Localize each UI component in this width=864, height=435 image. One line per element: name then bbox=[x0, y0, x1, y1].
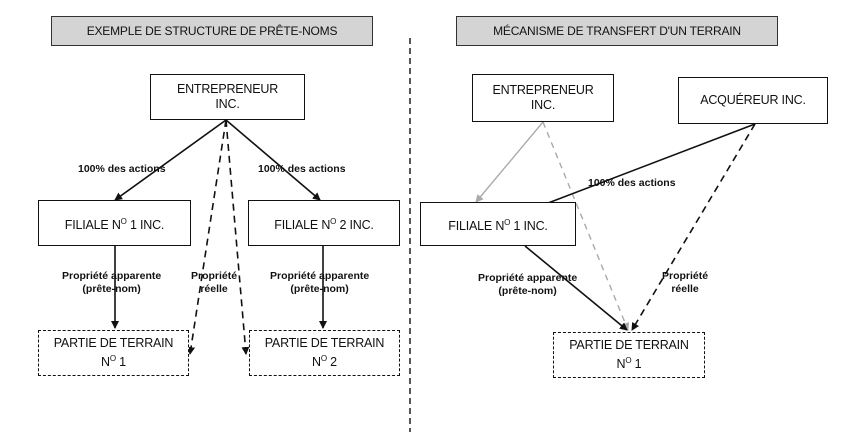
right-filiale1-box: FILIALE NO 1 INC. bbox=[420, 202, 576, 246]
left-filiale1-box: FILIALE NO 1 INC. bbox=[38, 200, 191, 246]
edge-entrepreneur-filiale1-faded bbox=[475, 121, 544, 203]
left-filiale2-box: FILIALE NO 2 INC. bbox=[248, 200, 400, 246]
left-entrepreneur-line2: INC. bbox=[215, 97, 240, 111]
right-actions-label: 100% des actions bbox=[588, 177, 676, 189]
left-terrain1-box: PARTIE DE TERRAIN NO 1 bbox=[38, 330, 189, 376]
right-terrain-box: PARTIE DE TERRAIN NO 1 bbox=[553, 332, 705, 378]
left-terrain2-box: PARTIE DE TERRAIN NO 2 bbox=[249, 330, 400, 376]
right-apparente-label: Propriété apparente(prête-nom) bbox=[478, 272, 578, 297]
right-entrepreneur-box: ENTREPRENEUR INC. bbox=[472, 74, 614, 122]
left-actions-label-2: 100% des actions bbox=[258, 163, 346, 175]
left-apparente-label-2: Propriété apparente(prête-nom) bbox=[270, 270, 370, 295]
left-entrepreneur-line1: ENTREPRENEUR bbox=[176, 82, 279, 96]
left-actions-label-1: 100% des actions bbox=[78, 163, 166, 175]
edge-reelle-terrain1 bbox=[187, 119, 227, 355]
edge-filiale1-terrain bbox=[524, 245, 628, 331]
edge-acquereur-terrain bbox=[631, 123, 756, 331]
edge-entrepreneur-terrain-faded bbox=[542, 121, 630, 331]
edge-entrepreneur-filiale1 bbox=[114, 119, 227, 201]
right-acquereur-box: ACQUÉREUR INC. bbox=[678, 77, 828, 124]
left-apparente-label-1: Propriété apparente(prête-nom) bbox=[62, 270, 162, 295]
right-header: MÉCANISME DE TRANSFERT D'UN TERRAIN bbox=[456, 16, 778, 46]
edge-reelle-terrain2 bbox=[225, 119, 250, 355]
left-entrepreneur-box: ENTREPRENEUR INC. bbox=[150, 74, 305, 120]
edge-acquereur-filiale1 bbox=[534, 123, 756, 210]
left-header: EXEMPLE DE STRUCTURE DE PRÊTE-NOMS bbox=[51, 16, 373, 46]
edge-entrepreneur-filiale2 bbox=[225, 119, 321, 201]
